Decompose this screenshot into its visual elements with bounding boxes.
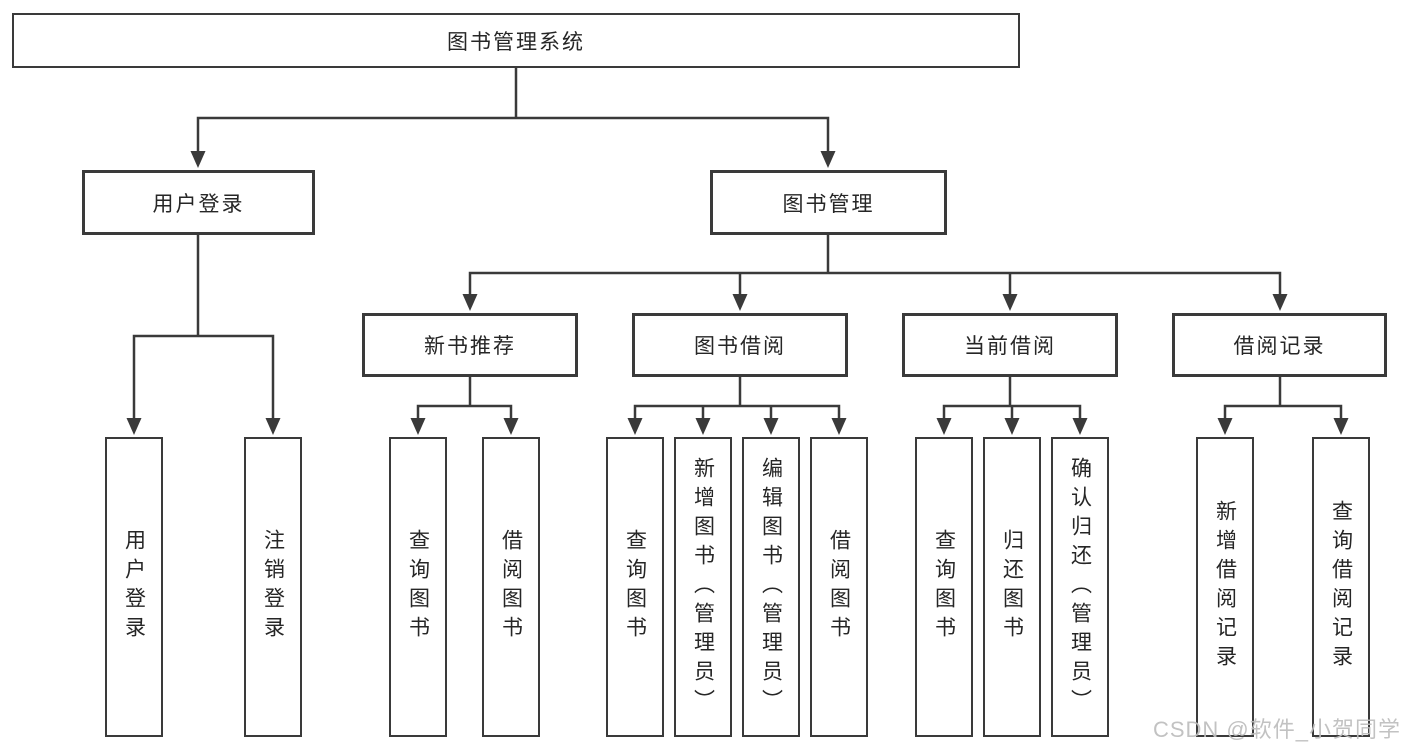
node-new-book-recommend: 新书推荐 <box>362 313 578 377</box>
node-book-borrow: 图书借阅 <box>632 313 848 377</box>
leaf-edit-book-admin: 编辑图书（管理员） <box>742 437 800 737</box>
node-borrow-records: 借阅记录 <box>1172 313 1387 377</box>
leaf-add-borrow-record: 新增借阅记录 <box>1196 437 1254 737</box>
rail-book-mgmt <box>468 271 1282 296</box>
leaf-query-book-current: 查询图书 <box>915 437 973 737</box>
leaf-borrow-book-recommend: 借阅图书 <box>482 437 540 737</box>
leaf-borrow-book: 借阅图书 <box>810 437 868 737</box>
node-library-system: 图书管理系统 <box>12 13 1020 68</box>
rail-book-borrow <box>633 404 841 420</box>
rail-book-mgmt-drops <box>738 273 1012 296</box>
rail-book-borrow-drops <box>701 406 773 420</box>
leaf-return-book: 归还图书 <box>983 437 1041 737</box>
node-user-login: 用户登录 <box>82 170 315 235</box>
arrowheads <box>126 151 1349 435</box>
node-book-management: 图书管理 <box>710 170 947 235</box>
leaf-logout: 注销登录 <box>244 437 302 737</box>
leaf-query-book-borrow: 查询图书 <box>606 437 664 737</box>
rail-new-book <box>416 404 513 420</box>
rail-borrow-records <box>1223 404 1343 420</box>
leaf-confirm-return-admin: 确认归还（管理员） <box>1051 437 1109 737</box>
watermark: CSDN @软件_小贺同学 <box>1152 717 1401 742</box>
rail-user-login <box>132 334 275 420</box>
node-current-borrow: 当前借阅 <box>902 313 1118 377</box>
leaf-query-borrow-record: 查询借阅记录 <box>1312 437 1370 737</box>
leaf-query-book-recommend: 查询图书 <box>389 437 447 737</box>
rail-level2 <box>196 116 830 153</box>
leaf-add-book-admin: 新增图书（管理员） <box>674 437 732 737</box>
leaf-user-login: 用户登录 <box>105 437 163 737</box>
